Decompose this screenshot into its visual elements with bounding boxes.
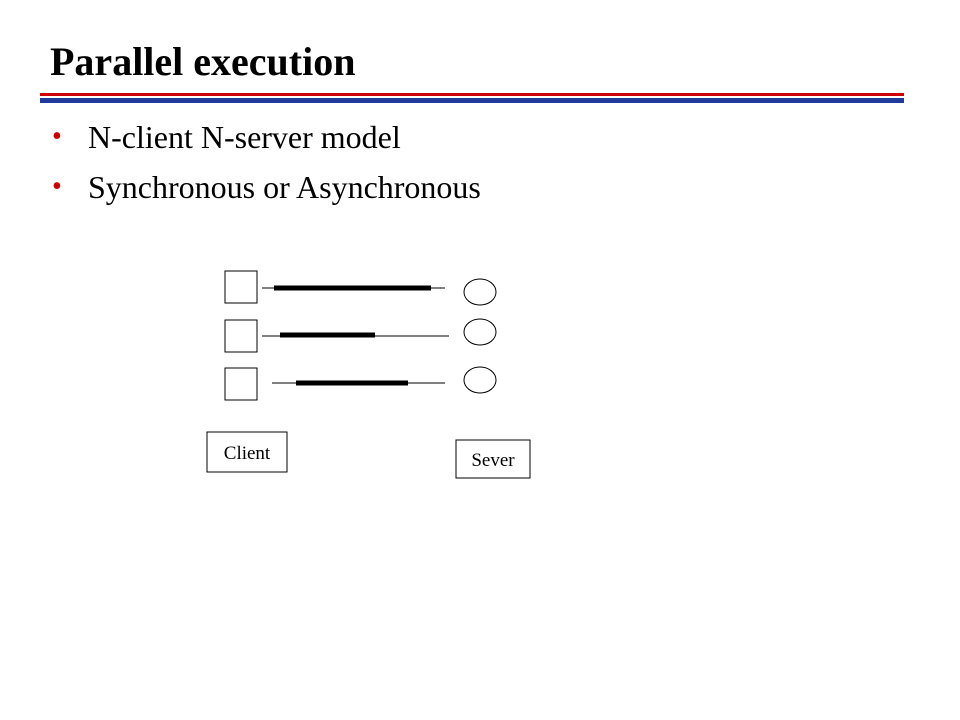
client-label: Client [224, 443, 271, 464]
title-underline [40, 93, 904, 103]
server-node [463, 366, 497, 394]
server-label-box [455, 439, 531, 479]
server-node [463, 278, 497, 306]
bullet-item-sync-async: • Synchronous or Asynchronous [52, 162, 481, 212]
client-box [224, 270, 258, 304]
slide-title: Parallel execution [50, 39, 356, 84]
underline-blue-bar [40, 98, 904, 103]
bullet-text: N-client N-server model [88, 119, 401, 155]
underline-white-gap [40, 96, 904, 98]
underline-red-bar [40, 93, 904, 96]
server-label: Sever [471, 450, 515, 471]
client-box [224, 319, 258, 353]
bullet-text: Synchronous or Asynchronous [88, 169, 481, 205]
bullet-list: • N-client N-server model • Synchronous … [52, 112, 481, 212]
client-label-box [206, 431, 288, 473]
server-node [463, 318, 497, 346]
bullet-item-n-client: • N-client N-server model [52, 112, 481, 162]
bullet-dot-icon: • [52, 171, 62, 202]
client-box [224, 367, 258, 401]
bullet-dot-icon: • [52, 121, 62, 152]
